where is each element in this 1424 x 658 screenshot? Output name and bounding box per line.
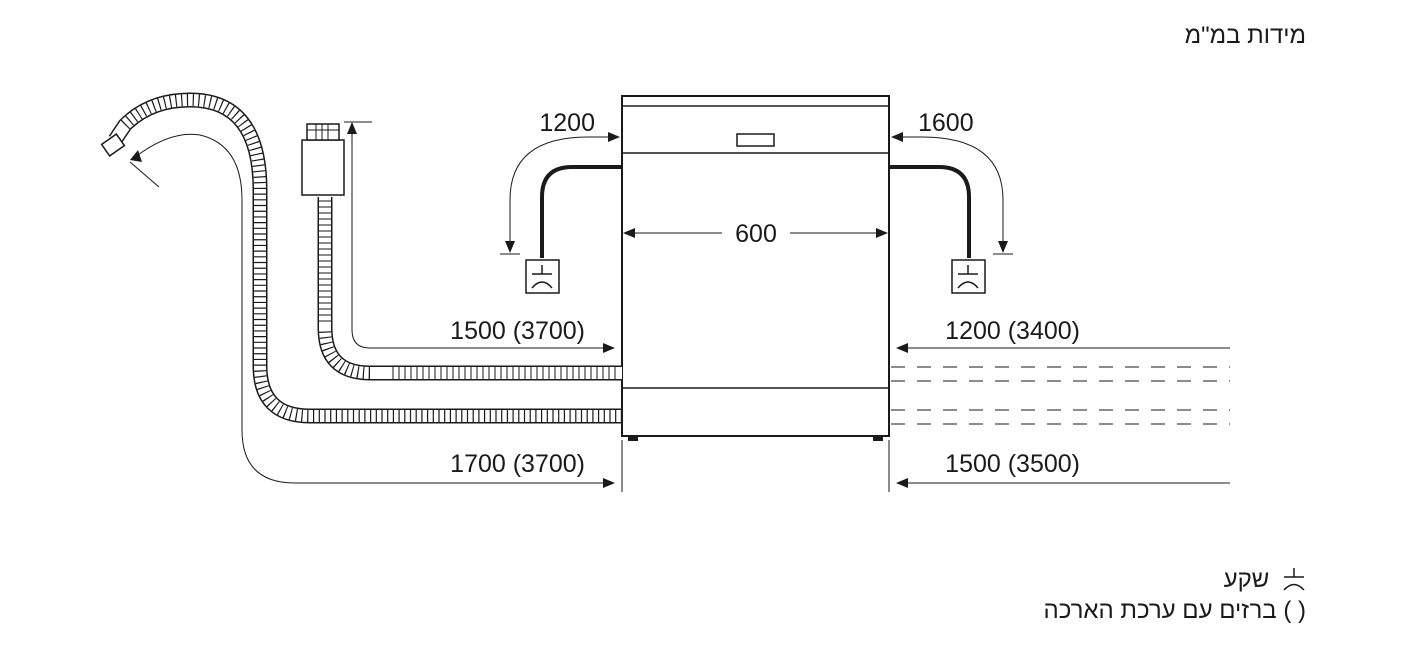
legend-parentheses-label: ברזים עם ערכת הארכה [1043,597,1277,624]
legend-sink: שקע [1224,566,1306,594]
foot-left [628,436,638,441]
socket-icon [525,259,560,294]
legend-sink-label: שקע [1223,566,1270,593]
drain-hose-end [100,133,126,157]
dishwasher [621,95,890,441]
power-cable-left: 1200 [500,109,622,294]
dim-mid-right: 1200 (3400) [945,317,1080,345]
right-dimensions: 1200 (3400) 1500 (3500) [891,317,1230,488]
units-note: מידות במ"מ [1184,22,1306,49]
foot-right [873,436,883,441]
legend-parentheses: ( ) ברזים עם ערכת הארכה [1044,597,1306,625]
dim-bottom-left: 1700 (3700) [450,450,585,478]
dim-top-right: 1600 [918,109,974,137]
socket-icon [951,259,986,294]
dim-mid-left: 1500 (3700) [450,317,585,345]
legend-parentheses-symbol: ( ) [1283,597,1306,624]
tap-connector [306,123,340,141]
width-label: 600 [735,220,777,248]
dishwasher-handle [736,133,775,147]
dim-top-left: 1200 [539,109,595,137]
dim-bottom-right: 1500 (3500) [945,450,1080,478]
inlet-dimension: 1500 (3700) [344,121,615,353]
inlet-hose [301,123,622,381]
width-dimension: 600 [623,220,888,248]
aquastop-valve [301,139,345,196]
drain-hose [100,92,622,424]
legend-sink-symbol-icon [1283,568,1305,591]
dishwasher-body [621,95,890,437]
power-cable-right: 1600 [889,109,1013,294]
drain-dimension: 1700 (3700) [129,133,615,488]
